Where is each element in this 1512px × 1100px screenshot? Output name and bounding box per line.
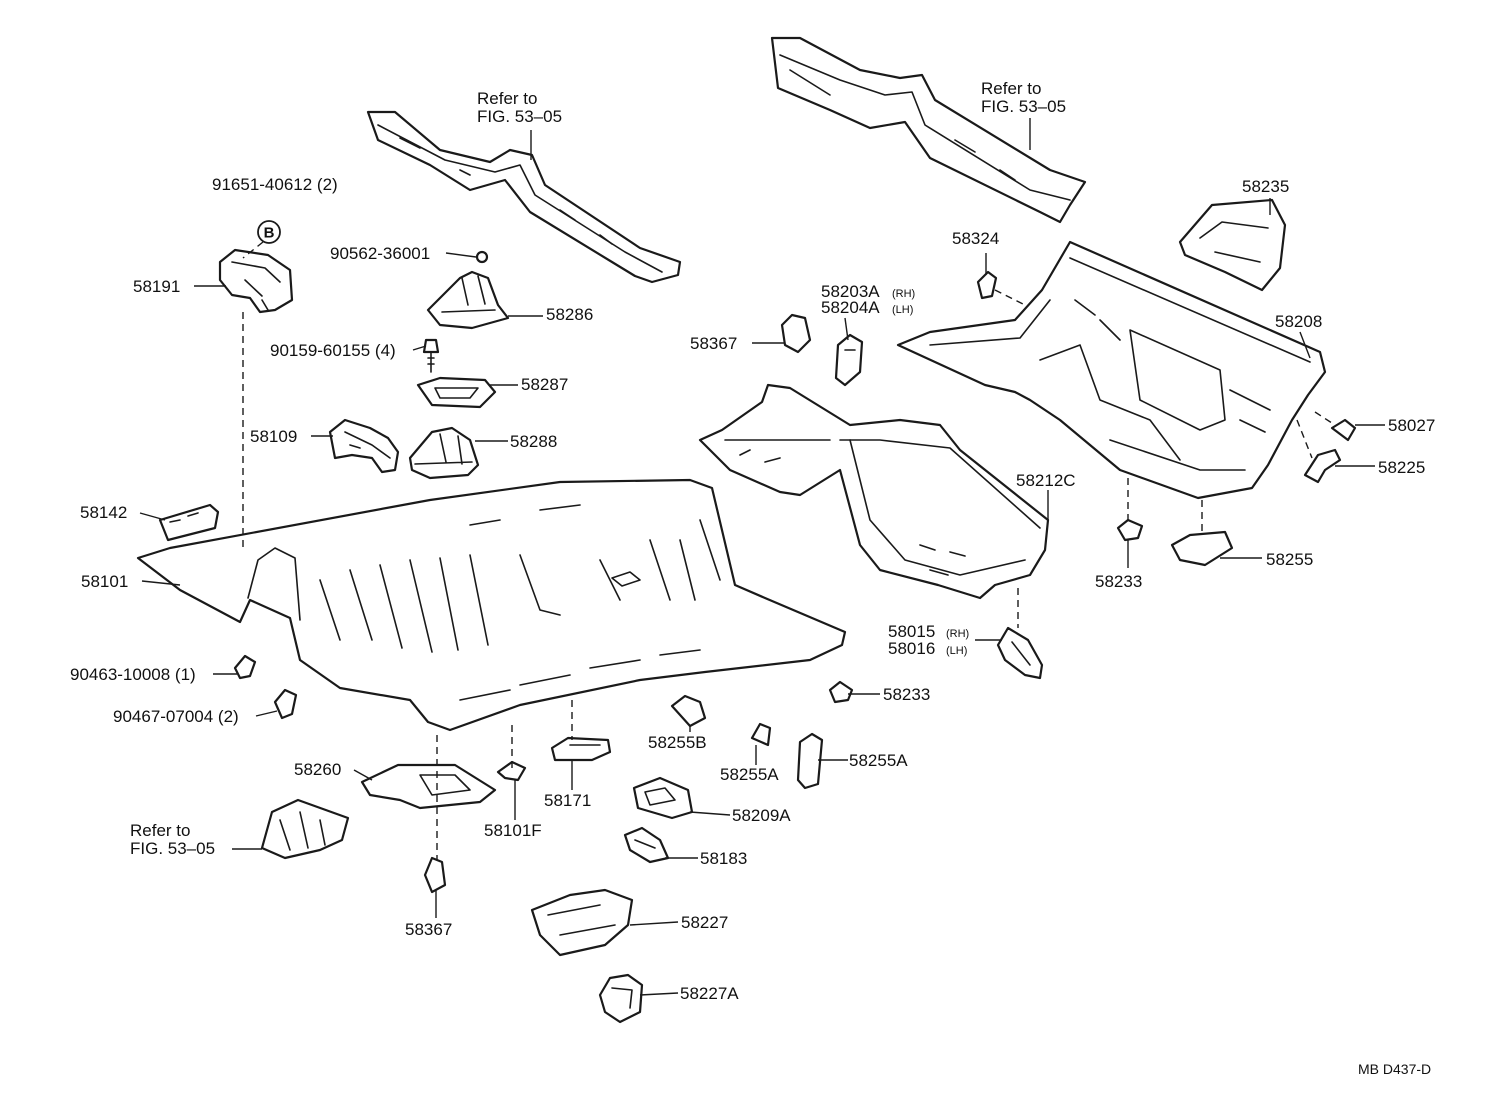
clip-58233-right-part (1116, 518, 1144, 542)
label-58367-lower: 58367 (405, 920, 452, 939)
pad-58171-part (550, 736, 612, 762)
part-58227A (598, 973, 644, 1024)
refer-note-1-line2: FIG. 53–05 (477, 107, 562, 126)
label-58101: 58101 (81, 572, 128, 591)
label-58171: 58171 (544, 791, 591, 810)
label-58324: 58324 (952, 229, 999, 248)
refer-note-2-line1: Refer to (981, 79, 1041, 98)
label-58367-upper: 58367 (690, 334, 737, 353)
clip-58255B-part (670, 694, 707, 728)
bracket-58109-part (328, 418, 400, 474)
label-91651-40612: 91651-40612 (2) (212, 175, 338, 194)
label-58209A: 58209A (732, 806, 791, 825)
front-crossmember-part (366, 110, 682, 284)
label-58235: 58235 (1242, 177, 1289, 196)
bracket-58203A-58204A-part (834, 333, 864, 387)
label-58233-right: 58233 (1095, 572, 1142, 591)
center-floor-58212C-part (698, 383, 1050, 600)
clip-58367-lower-part (423, 856, 447, 894)
label-58227A: 58227A (680, 984, 739, 1003)
boot-58288-part (408, 426, 480, 480)
plate-58287-part (416, 376, 497, 409)
plate-58260-part (360, 763, 497, 810)
part-labels: Refer to FIG. 53–05 Refer to FIG. 53–05 … (70, 79, 1435, 1077)
clip-58027-part (1330, 418, 1357, 442)
label-58204A-side: (LH) (892, 304, 913, 316)
strap-58255A-2-part (796, 732, 824, 790)
bracket-58191-part (218, 248, 294, 314)
clip-90562-part (475, 250, 489, 264)
svg-text:B: B (264, 225, 275, 242)
label-90159-60155: 90159-60155 (4) (270, 341, 396, 360)
clip-90463-part (233, 654, 257, 680)
label-58204A: 58204A (821, 298, 880, 317)
bracket-58183-part (623, 826, 670, 864)
label-90467-07004: 90467-07004 (2) (113, 707, 239, 726)
label-58286: 58286 (546, 305, 593, 324)
label-58142: 58142 (80, 503, 127, 522)
refer-note-1-line1: Refer to (477, 89, 537, 108)
bolt-90159-part (422, 338, 440, 373)
label-58227: 58227 (681, 913, 728, 932)
label-58288: 58288 (510, 432, 557, 451)
label-58016-side: (LH) (946, 645, 967, 657)
label-58212C: 58212C (1016, 471, 1076, 490)
refer-note-2-line2: FIG. 53–05 (981, 97, 1066, 116)
label-58208: 58208 (1275, 312, 1322, 331)
refer-note-3-line1: Refer to (130, 821, 190, 840)
clip-58233-left-part (828, 680, 854, 704)
rear-crossmember-part (770, 36, 1087, 224)
bracket-58255-part (1170, 530, 1234, 567)
bracket-58225-part (1303, 448, 1342, 484)
label-58255A-2: 58255A (849, 751, 908, 770)
label-58109: 58109 (250, 427, 297, 446)
label-58225: 58225 (1378, 458, 1425, 477)
assembly-dashed-lines (242, 241, 1336, 860)
plate-58209A-part (632, 776, 694, 820)
label-58101F: 58101F (484, 821, 542, 840)
label-58255A-1: 58255A (720, 765, 779, 784)
label-90562-36001: 90562-36001 (330, 244, 430, 263)
panel-58235-part (1178, 198, 1287, 292)
front-floor-pan-58101-part (136, 478, 847, 732)
label-58015: 58015 (888, 622, 935, 641)
clip-90467-part (273, 688, 298, 720)
refer-note-3-line2: FIG. 53–05 (130, 839, 215, 858)
label-58027: 58027 (1388, 416, 1435, 435)
bracket-58255A-1-part (750, 722, 772, 747)
label-58183: 58183 (700, 849, 747, 868)
label-58016: 58016 (888, 639, 935, 658)
bracket-58015-58016-part (996, 626, 1044, 680)
diagram-code: MB D437-D (1358, 1061, 1431, 1077)
label-58287: 58287 (521, 375, 568, 394)
label-58255: 58255 (1266, 550, 1313, 569)
label-58203A: 58203A (821, 282, 880, 301)
leader-lines (139, 118, 1385, 996)
clip-58367-upper-part (780, 313, 812, 354)
shift-boot-58286-part (426, 270, 510, 330)
label-58233-left: 58233 (883, 685, 930, 704)
clip-58101F-part (496, 760, 527, 782)
label-58191: 58191 (133, 277, 180, 296)
rear-floor-pan-58208-part (896, 240, 1327, 500)
label-58015-side: (RH) (946, 628, 969, 640)
label-58203A-side: (RH) (892, 288, 915, 300)
lower-left-bracket-part (260, 798, 350, 860)
circled-b-marker: B (257, 220, 281, 244)
cover-58227-part (530, 888, 634, 957)
bracket-58142-part (158, 503, 220, 542)
clip-58324-part (976, 270, 998, 300)
label-90463-10008: 90463-10008 (1) (70, 665, 196, 684)
label-58260: 58260 (294, 760, 341, 779)
label-58255B: 58255B (648, 733, 707, 752)
